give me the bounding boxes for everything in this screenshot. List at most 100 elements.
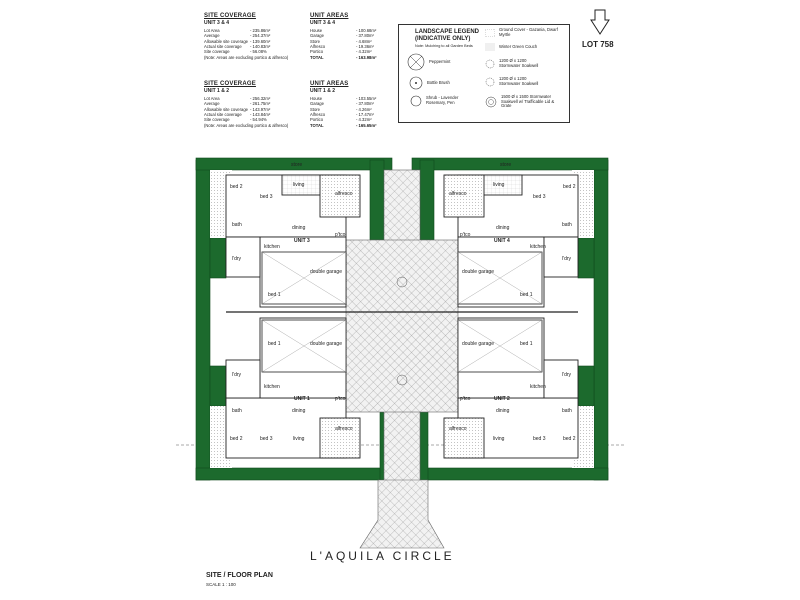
room-label-bed-2: bed 2 [563, 184, 576, 190]
room-label-laundry: l'dry [562, 372, 572, 378]
room-label-alfresco: alfresco [335, 191, 353, 197]
room-label-alfresco: alfresco [449, 191, 467, 197]
legend-item: Bottle Brush [409, 76, 450, 90]
shrub-symbol-icon [409, 76, 423, 90]
table-row: House- 100.68m² [310, 27, 377, 33]
room-label-bath: bath [562, 408, 572, 414]
unit-label: UNIT 1 & 2 [310, 88, 336, 95]
room-label-laundry: l'dry [232, 256, 242, 262]
room-label-portico: p'tco [460, 396, 471, 402]
room-label-bed-2: bed 2 [563, 436, 576, 442]
room-label-bed-3: bed 3 [533, 194, 546, 200]
site-coverage-1-2-table: SITE COVERAGE UNIT 1 & 2 Lot Area- 256.3… [204, 81, 289, 128]
room-label-kitchen: kitchen [264, 244, 280, 250]
legend-title: LANDSCAPE LEGEND (INDICATIVE ONLY) [415, 29, 480, 42]
unit-areas-3-4-table: UNIT AREAS UNIT 3 & 4 House- 100.68m² Ga… [310, 13, 382, 60]
table-row: Actual site coverage- 143.84m² [204, 112, 271, 118]
unit-label: UNIT 3 & 4 [310, 20, 336, 27]
unit-2-label: UNIT 2 [494, 396, 510, 402]
room-label-dining: dining [292, 225, 306, 231]
room-label-bed-1: bed 1 [520, 341, 533, 347]
room-label-bed-1: bed 1 [520, 292, 533, 298]
table-row: Lot Area- 256.32m² [204, 95, 271, 101]
room-label-bed-3: bed 3 [260, 436, 273, 442]
legend-item: 1200 Ø x 1200 Stormwater Soakwell [485, 77, 547, 87]
table-row: Garage- 37.80m² [310, 101, 374, 107]
legend-item: Shrub - Lavender Rosemary, Pen [410, 95, 470, 107]
table-row: Portico- 4.32m² [310, 117, 372, 123]
landscape-legend: LANDSCAPE LEGEND (INDICATIVE ONLY) Note:… [398, 24, 570, 123]
table-row: Portico- 4.32m² [310, 49, 372, 55]
table-row: House- 103.55m² [310, 95, 377, 101]
unit-label: UNIT 1 & 2 [204, 88, 230, 95]
room-labels: store store bed 2 bed 3 bed 2 bed 3 livi… [230, 162, 576, 442]
room-label-dining: dining [292, 408, 306, 414]
table-row: Allowable site coverage- 139.60m² [204, 38, 271, 44]
room-label-alfresco: alfresco [335, 426, 353, 432]
room-label-living: living [493, 436, 505, 442]
turning-area [345, 239, 459, 413]
room-label-living: living [293, 436, 305, 442]
legend-note: Note: Mulching to all Garden Beds [415, 44, 473, 48]
table-row-total: TOTAL- 163.98m² [310, 54, 377, 60]
room-label-bath: bath [562, 222, 572, 228]
site-coverage-heading: SITE COVERAGE [204, 13, 256, 19]
table-row: Site coverage- 56.08% [204, 49, 267, 55]
table-row: Store- 4.26m² [310, 106, 372, 112]
room-label-living: living [493, 182, 505, 188]
unit-4-label: UNIT 4 [494, 238, 510, 244]
table-row: Average- 254.37m² [204, 33, 271, 39]
room-label-kitchen: kitchen [264, 384, 280, 390]
site-coverage-3-4-table: SITE COVERAGE UNIT 3 & 4 Lot Area- 235.8… [204, 13, 288, 60]
room-label-garage: double garage [462, 269, 494, 275]
plan-title: SITE / FLOOR PLAN [206, 572, 273, 579]
table-row: Lot Area- 235.86m² [204, 27, 271, 33]
room-label-dining: dining [496, 408, 510, 414]
room-label-laundry: l'dry [232, 372, 242, 378]
room-label-bed-2: bed 2 [230, 184, 243, 190]
legend-item: Winter Green Couch [485, 43, 537, 51]
plan-scale: SCALE 1 : 100 [206, 582, 236, 587]
lot-label: LOT 758 [582, 40, 614, 49]
crossover [359, 479, 445, 549]
table-note: (Note: Areas are excluding portico & alf… [204, 122, 289, 128]
table-row: Site coverage- 54.94% [204, 117, 267, 123]
room-label-living: living [293, 182, 305, 188]
room-label-bed-3: bed 3 [260, 194, 273, 200]
room-label-dining: dining [496, 225, 510, 231]
room-label-garage: double garage [310, 269, 342, 275]
soakwell-symbol-icon [396, 374, 408, 386]
room-label-bed-1: bed 1 [268, 292, 281, 298]
soakwell-symbol-icon [485, 77, 495, 87]
room-label-alfresco: alfresco [449, 426, 467, 432]
table-row: Average- 261.75m² [204, 101, 271, 107]
legend-item: Ground Cover - Gazania, Dwarf Myrtle [485, 27, 561, 37]
lawn-swatch-icon [485, 43, 495, 51]
room-label-kitchen: kitchen [530, 244, 546, 250]
room-label-bath: bath [232, 222, 242, 228]
table-row: Actual site coverage- 140.83m² [204, 44, 271, 50]
room-label-bath: bath [232, 408, 242, 414]
table-row-total: TOTAL- 165.65m² [310, 122, 377, 128]
room-label-store: store [291, 162, 302, 168]
table-row: Garage- 37.80m² [310, 33, 374, 39]
unit-areas-heading: UNIT AREAS [310, 81, 349, 87]
street-name: L'AQUILA CIRCLE [310, 549, 455, 563]
room-label-portico: p'tco [335, 232, 346, 238]
table-row: Store- 4.68m² [310, 38, 372, 44]
room-label-laundry: l'dry [562, 256, 572, 262]
room-label-bed-3: bed 3 [533, 436, 546, 442]
soakwell-large-symbol-icon [485, 96, 497, 108]
room-label-portico: p'tco [335, 396, 346, 402]
room-label-portico: p'tco [460, 232, 471, 238]
table-row: Allowable site coverage- 143.97m² [204, 106, 271, 112]
soakwell-symbol-icon [396, 276, 408, 288]
tree-symbol-icon [407, 53, 425, 71]
unit-1-label: UNIT 1 [294, 396, 310, 402]
north-arrow-icon [590, 9, 610, 35]
room-label-garage: double garage [310, 341, 342, 347]
room-label-store: store [500, 162, 511, 168]
unit-areas-1-2-table: UNIT AREAS UNIT 1 & 2 House- 103.55m² Ga… [310, 81, 382, 128]
legend-item: 1500 Ø x 1500 Stormwater Soakwell w/ Tra… [485, 94, 563, 109]
